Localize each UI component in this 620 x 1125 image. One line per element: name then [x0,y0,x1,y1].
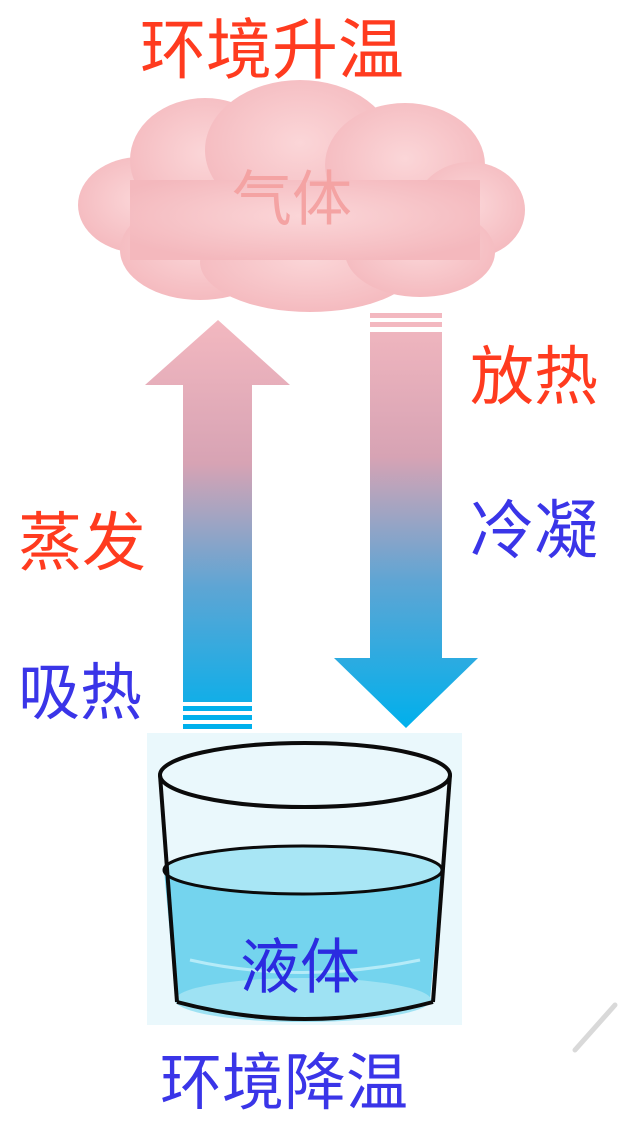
condense-label: 冷凝 [470,495,598,569]
cloud-shape [78,80,525,312]
glass-of-water [158,741,452,1022]
gas-label: 气体 [232,165,352,235]
evaporation-arrow [145,320,290,729]
decorative-slash-mark [572,1002,618,1053]
bottom-title: 环境降温 [160,1046,409,1119]
top-title: 环境升温 [140,12,404,89]
evaporate-label: 蒸发 [18,507,146,581]
absorb-heat-label: 吸热 [18,656,143,729]
release-heat-label: 放热 [470,341,598,415]
condensation-arrow [334,313,478,728]
liquid-label: 液体 [240,933,360,1003]
